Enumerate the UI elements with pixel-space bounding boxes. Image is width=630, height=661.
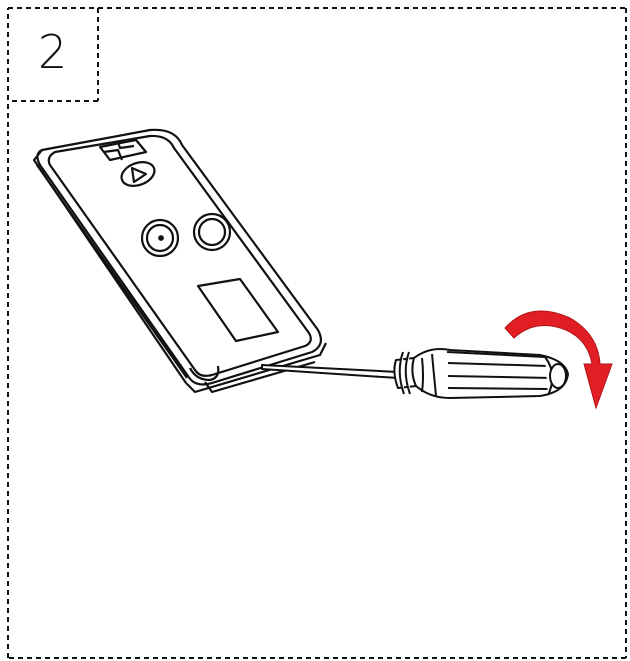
rotation-arrow-icon bbox=[504, 310, 613, 410]
screwdriver bbox=[261, 348, 569, 399]
remote-control bbox=[32, 128, 327, 394]
step-number: 2 bbox=[38, 25, 68, 79]
dashed-border bbox=[7, 7, 627, 659]
